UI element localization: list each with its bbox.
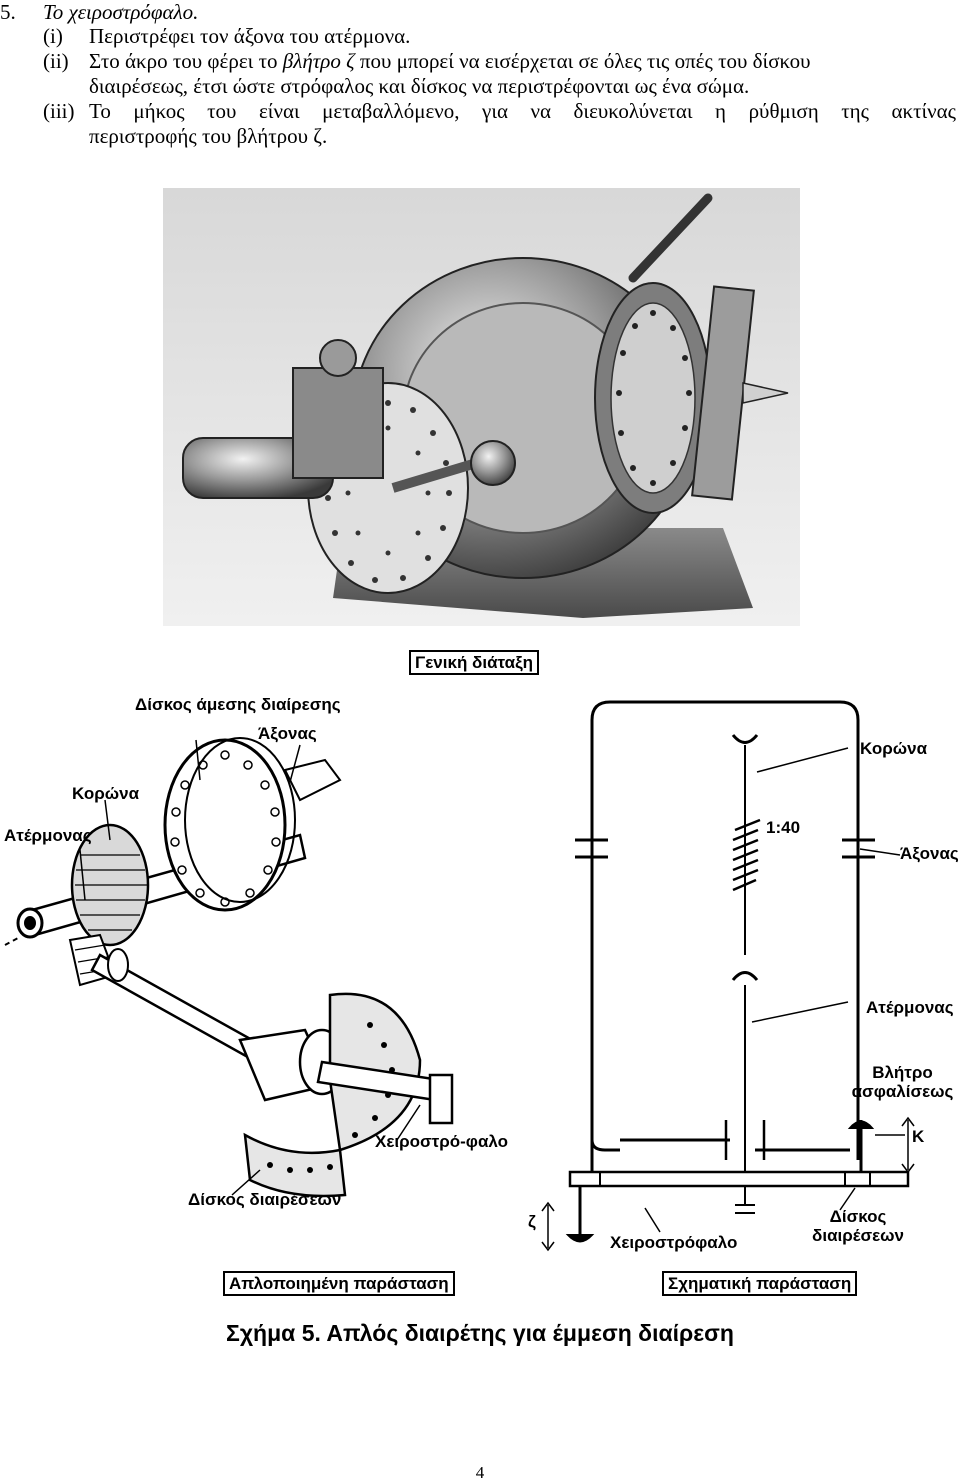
label-worm-schematic: Ατέρμονας [866, 998, 954, 1017]
item-number: 5. [0, 0, 16, 24]
label-crank-schematic: Χειροστρόφαλο [610, 1233, 738, 1252]
label-crown-schematic: Κορώνα [860, 739, 928, 758]
subitem-i-number: (i) [43, 24, 63, 48]
label-ratio: 1:40 [766, 818, 801, 837]
item-title: Το χειροστρόφαλο. [43, 0, 199, 24]
figure-caption: Σχήμα 5. Απλός διαιρέτης για έμμεση διαί… [226, 1320, 734, 1346]
subitem-ii-line1: Στο άκρο του φέρει το βλήτρο ζ που μπορε… [89, 49, 811, 73]
label-crown-simplified: Κορώνα [72, 784, 140, 803]
label-worm-simplified: Ατέρμονας [4, 826, 92, 845]
label-axis-schematic: Άξονας [900, 844, 959, 863]
label-k: K [912, 1127, 925, 1146]
general-layout-label: Γενική διάταξη [409, 650, 540, 675]
subitem-ii-number: (ii) [43, 49, 69, 73]
dividing-head-photo [163, 188, 800, 626]
label-direct-disc: Δίσκος άμεσης διαίρεσης [135, 695, 341, 714]
subitem-i-text: Περιστρέφει τον άξονα του ατέρμονα. [89, 24, 411, 48]
label-crank-simplified: Χειροστρό-φαλο [375, 1132, 509, 1151]
subitem-ii-line2: διαιρέσεως, έτσι ώστε στρόφαλος και δίσκ… [89, 74, 750, 98]
label-zeta: ζ [528, 1212, 536, 1231]
label-lock-pin: Βλήτρο ασφαλίσεως [851, 1063, 954, 1101]
subitem-iii-line1: Το μήκος του είναι μεταβαλλόμενο, για να… [89, 99, 956, 123]
subitem-iii-number: (iii) [43, 99, 75, 123]
simplified-view-title: Απλοποιημένη παράσταση [223, 1271, 455, 1296]
label-index-disc-schematic: Δίσκος διαιρέσεων [812, 1207, 904, 1245]
schematic-view-title: Σχηματική παράσταση [662, 1271, 858, 1296]
page-number: 4 [475, 1463, 485, 1482]
subitem-iii-line2: περιστροφής του βλήτρου ζ. [89, 124, 328, 148]
label-axis-simplified: Άξονας [258, 724, 317, 743]
label-index-disc-simplified: Δίσκος διαιρέσεων [188, 1190, 342, 1209]
